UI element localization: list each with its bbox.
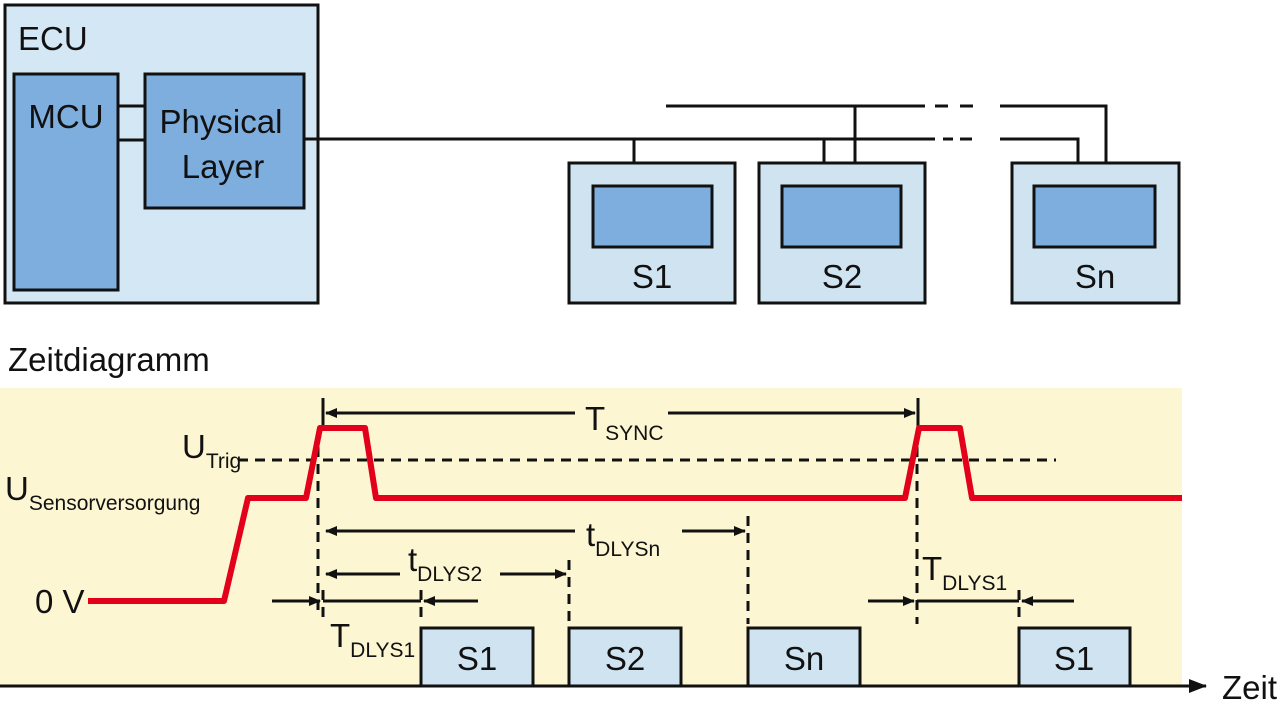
time-axis-label: Zeit — [1222, 669, 1277, 706]
mcu-box — [12, 72, 120, 292]
mcu-label: MCU — [28, 98, 103, 135]
tdlys2-main: t — [408, 541, 417, 578]
tdlysn-label: tDLYSn — [586, 516, 660, 561]
slot-sn: Sn — [746, 626, 862, 688]
tdlys1-label: TDLYS1 — [330, 617, 415, 662]
timing-diagram: Zeitdiagramm S1 S2 Sn S1 — [0, 341, 1277, 706]
zero-volt-label: 0 V — [35, 583, 85, 620]
u-trig-sub: Trig — [206, 450, 241, 473]
ecu-label: ECU — [18, 20, 88, 57]
tdlys1-main: T — [330, 617, 350, 654]
physical-layer-label-line1: Physical — [160, 103, 283, 140]
sensor-s2-label: S2 — [822, 258, 862, 295]
tdlys1b-sub: DLYS1 — [942, 572, 1007, 595]
timing-title: Zeitdiagramm — [8, 341, 210, 378]
slot-s1-label: S1 — [457, 640, 497, 677]
dashed-markers — [316, 430, 1021, 624]
block-diagram: ECU MCU Physical Layer S1 — [3, 3, 1181, 305]
sensor-sn-label: Sn — [1075, 258, 1115, 295]
tdlysn-sub: DLYSn — [595, 538, 660, 561]
tdlys1-sub: DLYS1 — [350, 639, 415, 662]
u-supply-sub: Sensorversorgung — [29, 492, 201, 515]
tdlys1b-label: TDLYS1 — [922, 550, 1007, 595]
tsync-main: T — [585, 400, 605, 437]
u-trig-main: U — [182, 428, 206, 465]
tdlysn-main: t — [586, 516, 595, 553]
slot-s1: S1 — [419, 626, 535, 688]
tdlys1b-main: T — [922, 550, 942, 587]
u-trig-label: UTrig — [182, 428, 241, 473]
sensor-s2: S2 — [757, 161, 927, 305]
physical-layer-box — [143, 72, 306, 210]
sensor-s1-label: S1 — [632, 258, 672, 295]
tsync-label: TSYNC — [585, 400, 664, 445]
slot-sn-label: Sn — [784, 640, 824, 677]
slot-s1-repeat-label: S1 — [1054, 640, 1094, 677]
u-supply-main: U — [5, 470, 29, 507]
u-supply-label: USensorversorgung — [5, 470, 200, 515]
sensor-bus — [304, 104, 1108, 181]
physical-layer-label-line2: Layer — [182, 148, 265, 185]
tsync-sub: SYNC — [605, 422, 663, 445]
sensor-s1: S1 — [567, 161, 737, 305]
tdlys2-sub: DLYS2 — [417, 563, 482, 586]
slot-s2: S2 — [567, 626, 683, 688]
slot-s2-label: S2 — [605, 640, 645, 677]
tdlys2-label: tDLYS2 — [408, 541, 482, 586]
sensor-sn: Sn — [1010, 161, 1181, 305]
supply-signal-trace — [88, 425, 1182, 604]
slot-s1-repeat: S1 — [1017, 626, 1132, 688]
